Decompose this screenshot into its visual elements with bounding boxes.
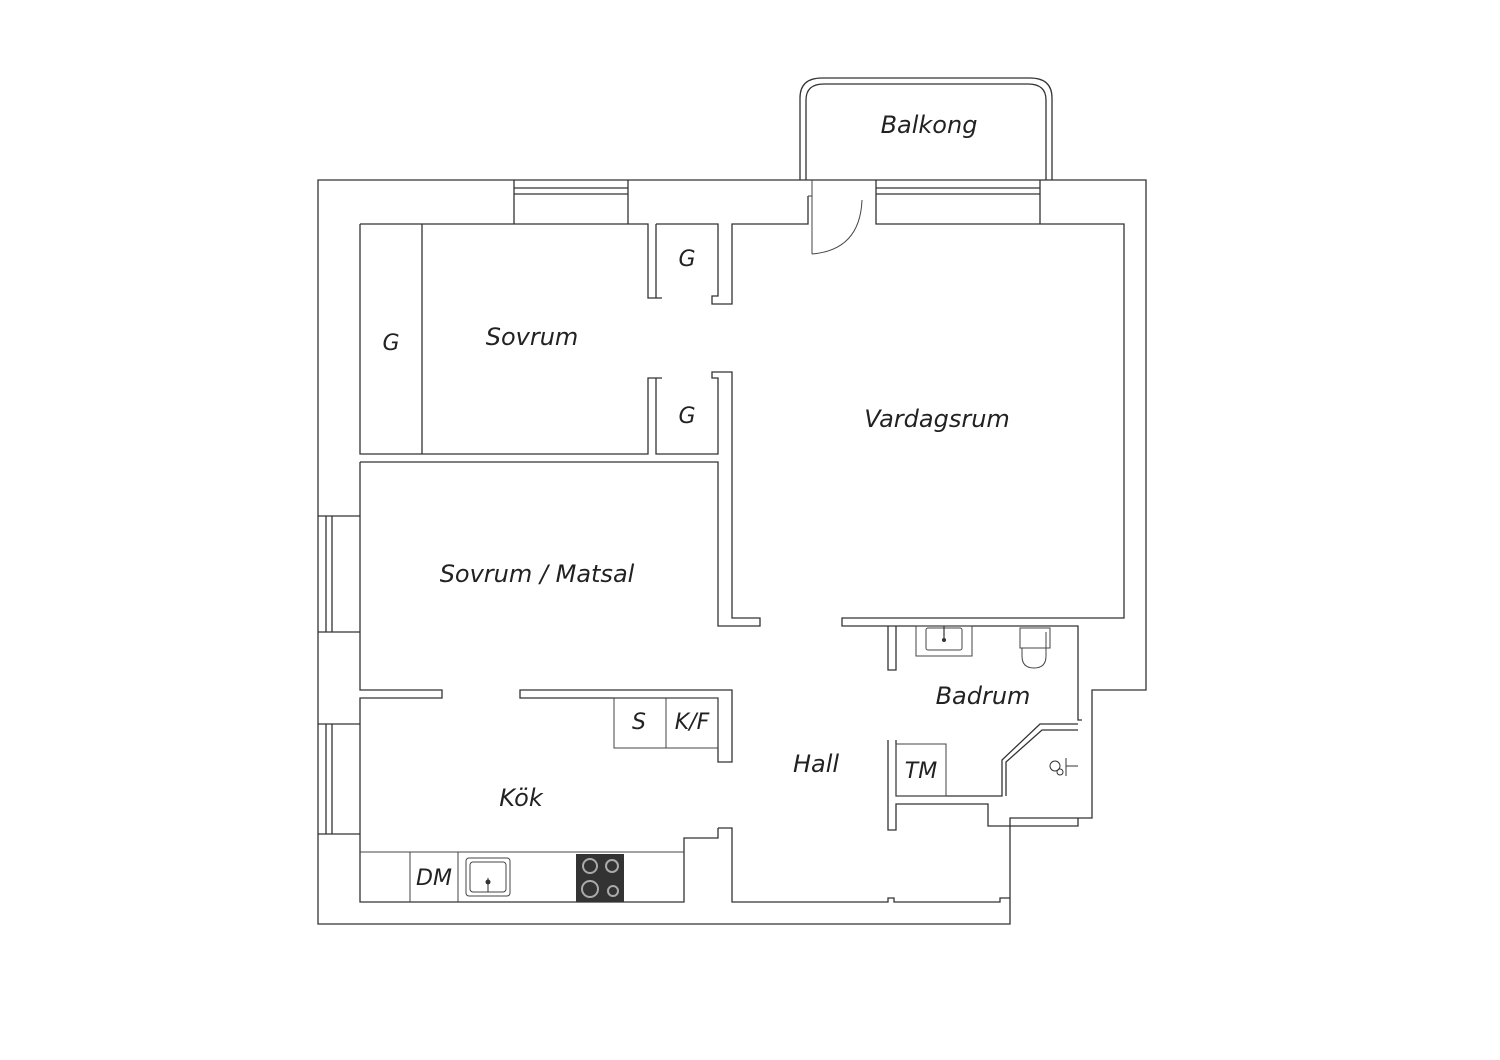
outer-wall <box>317 179 1147 925</box>
balcony-door <box>808 180 863 255</box>
stove-icon <box>576 854 624 902</box>
room-label-badrum: Badrum <box>936 682 1031 710</box>
appliance-block <box>613 697 719 749</box>
closet-label-top: G <box>678 247 695 272</box>
toilet-icon <box>1019 627 1051 669</box>
closet-label-left: G <box>382 331 399 356</box>
room-label-sovrum: Sovrum <box>486 323 579 351</box>
room-label-kok: Kök <box>499 784 544 812</box>
room-label-balkong: Balkong <box>881 111 978 139</box>
fridge-label: K/F <box>675 710 710 735</box>
washer-label: TM <box>905 759 937 784</box>
kitchen-counter <box>360 851 684 902</box>
closet-label-bottom: G <box>678 404 695 429</box>
bathroom-sink-icon <box>915 625 973 657</box>
shower-icon <box>1049 758 1078 776</box>
room-label-vardagsrum: Vardagsrum <box>864 405 1010 433</box>
room-label-sovrum-matsal: Sovrum / Matsal <box>440 560 635 588</box>
dishwasher-label: DM <box>416 866 452 891</box>
balcony <box>799 77 1053 180</box>
stove-label: S <box>632 710 646 735</box>
room-label-hall: Hall <box>793 750 839 778</box>
washer-box <box>895 743 947 797</box>
inner-walls <box>318 180 1125 903</box>
